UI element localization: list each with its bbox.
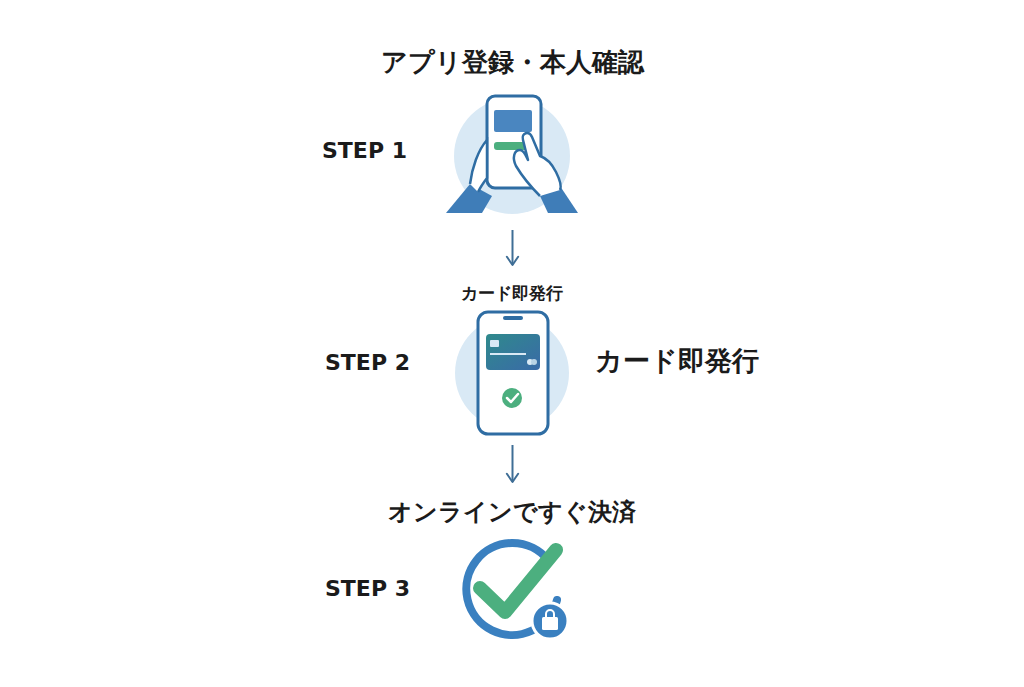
step-heading: アプリ登録・本人確認 — [381, 47, 644, 78]
flow-arrow — [507, 445, 518, 482]
step-node: カード即発行STEP 2カード即発行 — [440, 265, 585, 445]
card-phone-icon — [455, 312, 569, 434]
step-heading: カード即発行 — [461, 283, 563, 303]
step-number: STEP 1 — [322, 138, 407, 164]
arrow-head — [507, 257, 518, 265]
arrow-line — [512, 445, 514, 482]
flow-arrow — [507, 230, 518, 265]
step-node: アプリ登録・本人確認STEP 1 — [440, 92, 585, 230]
check-bag-icon — [466, 543, 568, 639]
step-side-label: カード即発行 — [595, 345, 759, 377]
arrow-line — [512, 230, 514, 265]
step-node: オンラインですぐ決済STEP 3 — [440, 482, 585, 642]
arrow-head — [507, 474, 518, 482]
step-number: STEP 3 — [325, 576, 410, 602]
step-number: STEP 2 — [325, 350, 410, 376]
phone-hand-icon — [446, 96, 578, 214]
step-heading: オンラインですぐ決済 — [388, 498, 636, 527]
